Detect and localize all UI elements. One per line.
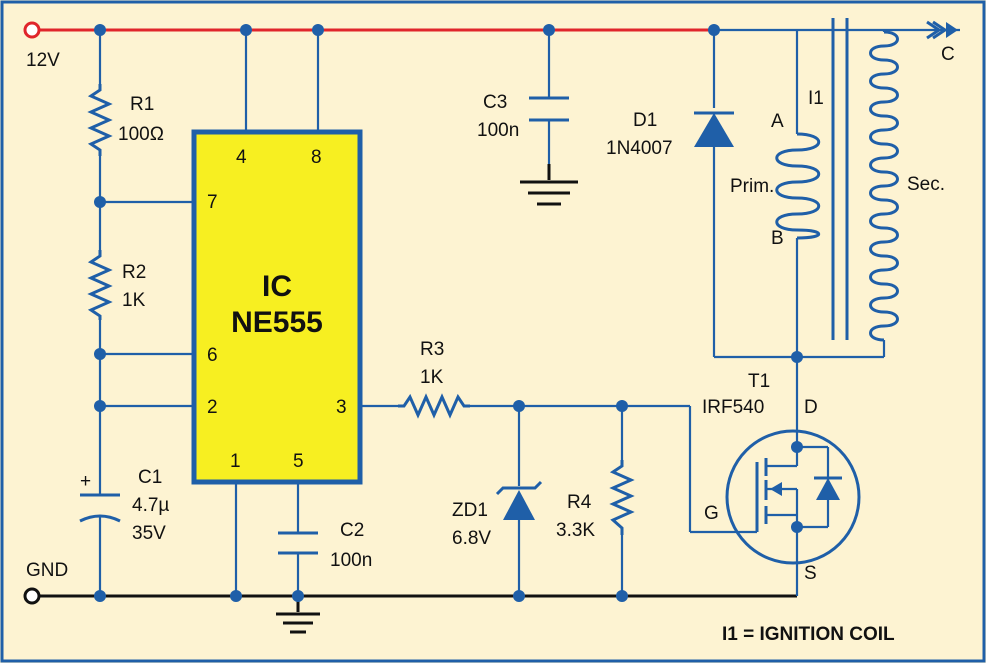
pin-2-label: 2	[207, 397, 218, 418]
coil-name: I1	[808, 88, 824, 109]
coil-primary-label: Prim.	[730, 176, 774, 197]
pin-5-label: 5	[293, 451, 304, 472]
r1-resistor	[87, 84, 113, 156]
zd1-zener	[495, 480, 543, 520]
coil-output-label: C	[941, 44, 955, 65]
coil-secondary	[797, 30, 899, 359]
c1-voltage: 35V	[132, 523, 166, 544]
gate-bus-wires	[470, 404, 757, 596]
d1-diode	[694, 30, 797, 359]
legend-note: I1 = IGNITION COIL	[722, 624, 895, 645]
pin-8-label: 8	[311, 147, 322, 168]
ground-rail	[23, 587, 797, 605]
r4-value: 3.3K	[556, 520, 595, 541]
t1-drain-label: D	[804, 397, 818, 418]
ic-title-line1: IC	[262, 270, 292, 303]
t1-name: T1	[748, 371, 770, 392]
t1-gate-label: G	[704, 503, 719, 524]
r1-name: R1	[130, 94, 154, 115]
r2-value: 1K	[122, 290, 146, 311]
supply-terminal	[23, 21, 41, 39]
supply-rail	[23, 21, 960, 39]
c1-value: 4.7µ	[132, 495, 169, 516]
coil-terminal-b: B	[771, 228, 784, 249]
junction-dots	[94, 24, 803, 602]
c1-name: C1	[138, 467, 162, 488]
hv-output-arrow-icon	[926, 20, 958, 40]
pin-7-label: 7	[207, 192, 218, 213]
ic-pin-wires	[234, 30, 398, 596]
d1-name: D1	[633, 110, 657, 131]
pin-3-label: 3	[336, 397, 347, 418]
coil-core	[831, 18, 849, 340]
r3-value: 1K	[420, 367, 444, 388]
ground-symbol-c3	[520, 164, 578, 206]
r4-resistor	[609, 460, 635, 535]
pin-6-label: 6	[207, 345, 218, 366]
r2-resistor	[87, 250, 113, 320]
t1-mosfet	[725, 429, 861, 596]
coil-terminal-a: A	[771, 111, 784, 132]
r2-name: R2	[122, 262, 146, 283]
t1-source-label: S	[804, 563, 817, 584]
ground-terminal	[23, 587, 41, 605]
pin-1-label: 1	[230, 451, 241, 472]
supply-label: 12V	[26, 50, 60, 71]
zd1-value: 6.8V	[452, 528, 491, 549]
t1-value: IRF540	[702, 397, 764, 418]
r3-name: R3	[420, 339, 444, 360]
r3-resistor	[398, 393, 470, 419]
pin-4-label: 4	[236, 147, 247, 168]
r1-value: 100Ω	[118, 124, 164, 145]
coil-secondary-label: Sec.	[907, 174, 945, 195]
c1-plus: +	[80, 471, 91, 492]
c3-branch	[529, 30, 569, 164]
r4-name: R4	[567, 492, 592, 513]
ic-title-line2: NE555	[231, 306, 323, 339]
ground-label: GND	[26, 560, 68, 581]
c2-capacitor	[278, 531, 318, 555]
coil-primary	[775, 30, 820, 440]
ne555-ic	[191, 129, 363, 485]
c3-value: 100n	[477, 120, 519, 141]
zd1-name: ZD1	[452, 500, 488, 521]
c2-name: C2	[340, 520, 364, 541]
c1-capacitor	[79, 493, 121, 523]
d1-value: 1N4007	[606, 138, 673, 159]
c3-name: C3	[483, 92, 507, 113]
c2-value: 100n	[330, 550, 372, 571]
